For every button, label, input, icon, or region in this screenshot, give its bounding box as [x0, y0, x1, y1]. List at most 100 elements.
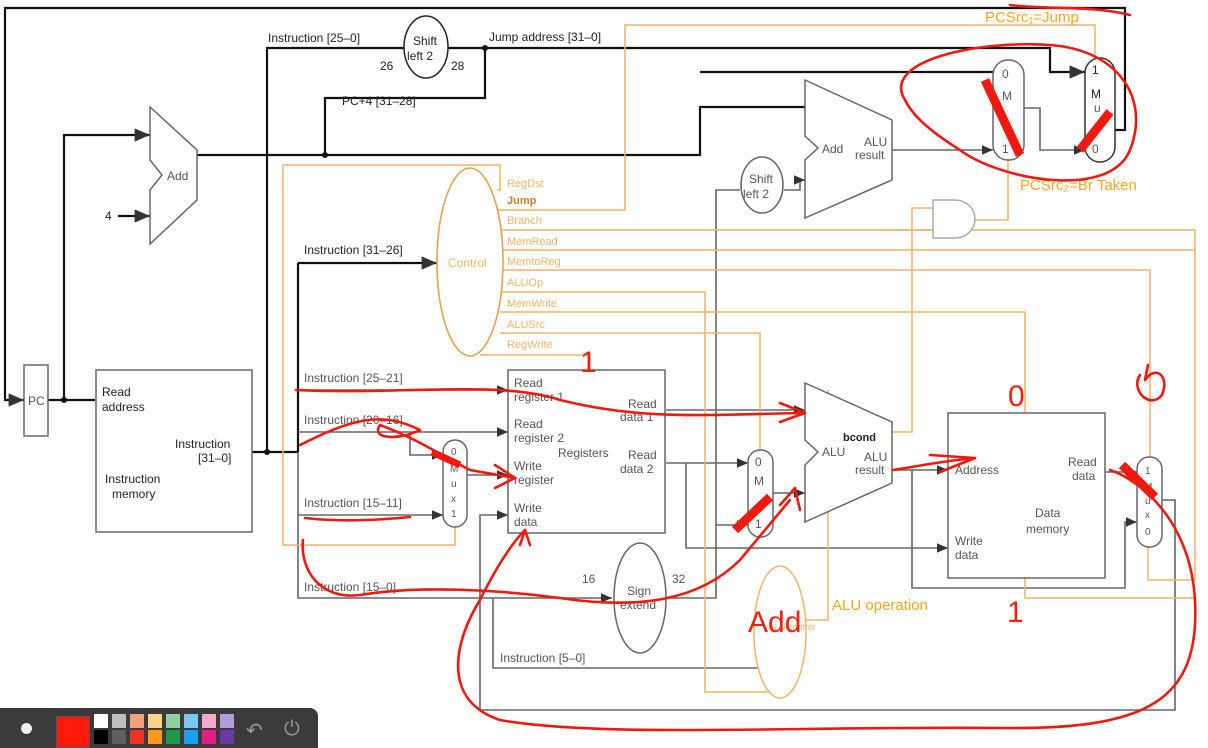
color-swatch[interactable]: [94, 714, 108, 728]
pc-register: [23, 364, 49, 437]
color-swatch[interactable]: [112, 730, 126, 744]
imem-label: [31–0]: [198, 451, 231, 465]
gray-wires: [297, 107, 1176, 711]
color-swatch[interactable]: [166, 714, 180, 728]
alu-label: result: [855, 463, 885, 477]
color-swatch[interactable]: [202, 714, 216, 728]
undo-icon[interactable]: ↶: [246, 720, 263, 742]
shift-label: Shift: [749, 172, 774, 186]
signal-regwrite: RegWrite: [507, 339, 553, 351]
control-wires: [282, 24, 1196, 693]
shift-label: left 2: [407, 49, 433, 63]
branch-adder: [804, 78, 893, 220]
mux-label: x: [451, 494, 456, 505]
black-wires: [3, 6, 1127, 455]
branch-mux: [992, 59, 1025, 161]
color-swatch[interactable]: [220, 730, 234, 744]
shift-label: Shift: [413, 34, 438, 48]
control-signals: RegDst Jump Branch MemRead MemtoReg ALUO…: [507, 178, 561, 351]
imem-label: memory: [112, 487, 155, 501]
mux-label: 1: [1002, 142, 1009, 156]
branch-shift-left-2: [740, 156, 784, 214]
annotation-aluop: Add: [748, 606, 801, 639]
wire-label: PC+4 [31–28]: [342, 94, 416, 108]
regs-label: data: [514, 515, 538, 529]
mux-label: 1: [1092, 63, 1099, 77]
signal-aluop: ALUOp: [507, 277, 543, 289]
dmem-label: data: [1072, 469, 1096, 483]
regs-label: register 2: [514, 431, 564, 445]
mux-label: M: [754, 474, 764, 488]
pcsrc2-label: PCSrc₂=Br Taken: [1020, 177, 1137, 194]
color-swatch[interactable]: [148, 714, 162, 728]
regs-label: Write: [514, 501, 542, 515]
color-swatch[interactable]: [166, 730, 180, 744]
mux-label: M: [1002, 89, 1012, 103]
selected-color-swatch[interactable]: [56, 716, 90, 748]
color-swatch[interactable]: [148, 730, 162, 744]
wire-label: Jump address [31–0]: [489, 30, 601, 44]
color-swatch[interactable]: [184, 714, 198, 728]
mux-label: 1: [755, 517, 762, 531]
color-swatch[interactable]: [220, 714, 234, 728]
imem-label: Instruction: [175, 437, 230, 451]
annotation-toolbar: ↶ ⏻: [0, 708, 318, 748]
annotation-memtoreg: 0: [1150, 394, 1151, 396]
alu-label: ALU: [822, 445, 845, 459]
color-swatch[interactable]: [94, 730, 108, 744]
mux-label: x: [1145, 510, 1150, 521]
alu-label: ALU: [864, 450, 887, 464]
signal-branch: Branch: [507, 215, 542, 227]
bus-width: 16: [582, 572, 596, 586]
bus-width: 32: [672, 572, 686, 586]
alu: [804, 381, 893, 524]
mux-label: M: [1091, 87, 1101, 101]
dmem-label: memory: [1026, 522, 1069, 536]
color-swatch[interactable]: [184, 730, 198, 744]
wire-label: Instruction [15–11]: [304, 496, 402, 510]
adder-label: result: [855, 148, 885, 162]
sign-label: Sign: [627, 584, 651, 598]
dmem-label: Write: [955, 534, 983, 548]
imem-label: address: [102, 400, 145, 414]
wire-label: Instruction [25–21]: [304, 371, 403, 385]
annotation-memwrite: 1: [1007, 596, 1024, 629]
signal-regdst: RegDst: [507, 178, 544, 190]
dmem-label: Read: [1068, 455, 1097, 469]
red-annotations: [294, 3, 1197, 732]
pen-size-button[interactable]: [21, 723, 32, 734]
regs-label: Read: [514, 417, 543, 431]
pc-label: PC: [28, 394, 45, 408]
signal-memtoreg: MemtoReg: [507, 256, 561, 268]
const-4: 4: [105, 209, 112, 223]
dmem-label: Data: [1035, 506, 1061, 520]
regs-label: register: [514, 473, 554, 487]
control-label: Control: [448, 256, 487, 270]
mux-label: u: [1145, 496, 1151, 507]
color-swatch[interactable]: [202, 730, 216, 744]
mux-label: 1: [1145, 466, 1151, 477]
alu-control: [753, 565, 807, 699]
power-icon[interactable]: ⏻: [284, 718, 300, 740]
adder-label: Add: [822, 142, 843, 156]
mux-label: u: [451, 479, 457, 490]
signal-jump: Jump: [507, 195, 537, 207]
and-gate: [932, 199, 976, 239]
mux-label: 0: [755, 455, 762, 469]
wire-label: Instruction [20–16]: [304, 413, 403, 427]
mux-label: u: [1094, 101, 1101, 115]
jump-shift-left-2: [403, 15, 449, 79]
color-swatch[interactable]: [130, 730, 144, 744]
color-swatch[interactable]: [112, 714, 126, 728]
imem-label: Instruction: [105, 472, 160, 486]
pcsrc1-label: PCSrc₁=Jump: [985, 9, 1079, 26]
mux-label: 0: [451, 447, 457, 458]
imem-label: Read: [102, 385, 131, 399]
data-memory: [947, 412, 1106, 579]
bus-width: 28: [451, 59, 465, 73]
mux-label: 1: [451, 509, 457, 520]
dmem-label: data: [955, 548, 979, 562]
color-swatch[interactable]: [130, 714, 144, 728]
annotation-regwrite: 1: [580, 346, 597, 379]
mux-label: 0: [1002, 67, 1009, 81]
